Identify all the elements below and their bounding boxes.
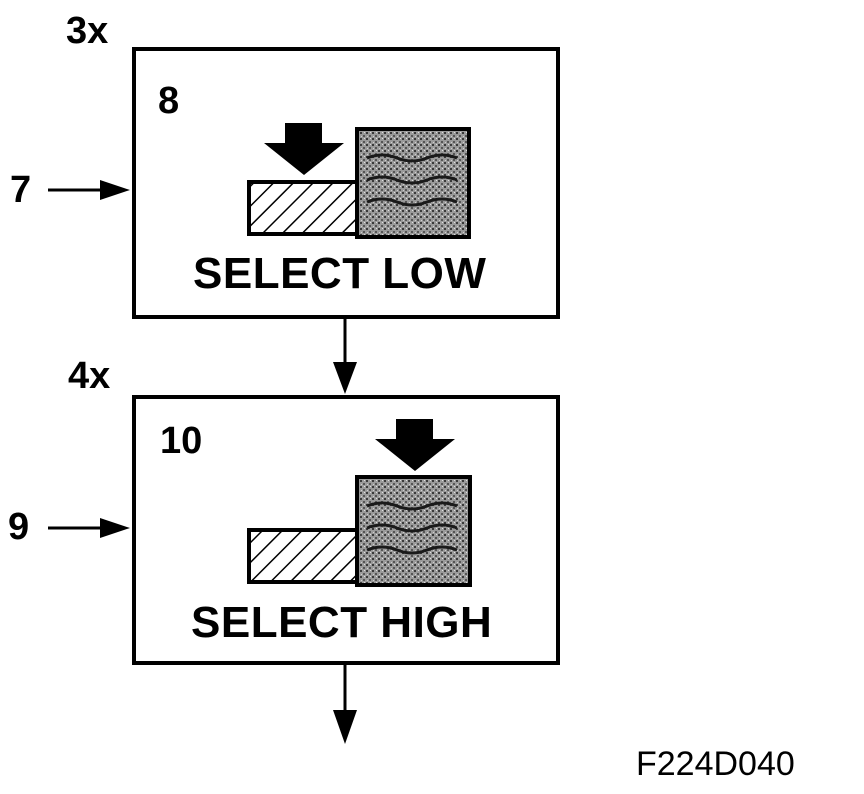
step1-input-arrow xyxy=(48,180,130,200)
step1-select-message: SELECT LOW xyxy=(193,249,487,298)
step2-select-message: SELECT HIGH xyxy=(191,598,493,647)
step1-display-ref: 8 xyxy=(158,80,180,122)
figure-code: F224D040 xyxy=(636,745,795,783)
step2-input-arrow xyxy=(48,518,130,538)
step1-down-arrow-icon xyxy=(264,123,344,175)
step1-input-ref: 7 xyxy=(10,169,32,211)
flow-connector-arrow xyxy=(333,318,357,394)
step2-texture xyxy=(366,501,458,555)
step1-texture xyxy=(366,153,458,207)
step2-input-ref: 9 xyxy=(8,506,30,548)
step2-down-arrow-icon xyxy=(375,419,455,471)
step1-low-indicator xyxy=(247,180,359,236)
step2-repeat-count: 4x xyxy=(68,355,111,397)
step1-repeat-count: 3x xyxy=(66,10,109,52)
step2-low-indicator xyxy=(247,528,359,584)
step2-display-ref: 10 xyxy=(160,420,203,462)
flow-exit-arrow xyxy=(333,665,357,744)
